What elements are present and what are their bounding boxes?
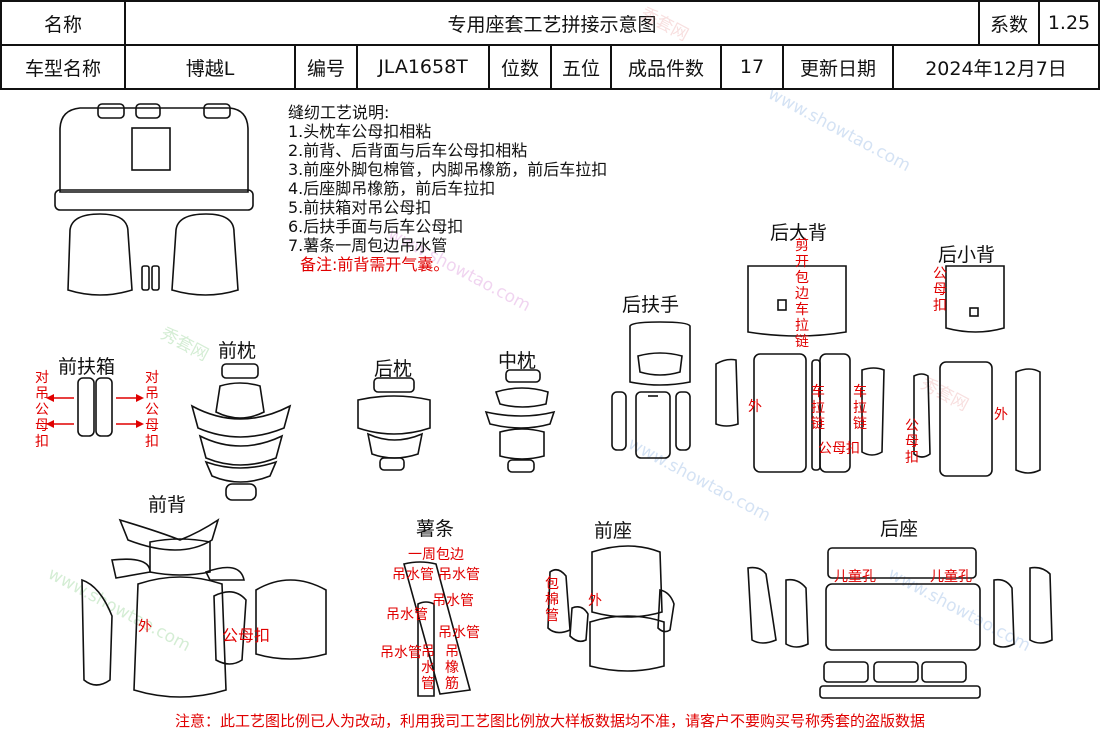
front-armrest-small bbox=[141, 265, 150, 291]
annotation-hang-buckle-left: 对吊公母扣 bbox=[35, 370, 49, 450]
annotation-hang-water-pipe: 吊水管 bbox=[432, 593, 474, 609]
annotation-wrap-edge: 一周包边 bbox=[408, 547, 464, 563]
front-seat-right bbox=[171, 213, 239, 296]
armrest-box-piece bbox=[95, 377, 113, 437]
front-seat-pieces bbox=[547, 545, 675, 672]
rear-small-back-pieces bbox=[913, 265, 1041, 477]
note-item: 1.头枕车公母扣相粘 bbox=[288, 122, 432, 141]
name-label-cell: 名称 bbox=[0, 0, 126, 46]
front-headrest-pieces bbox=[190, 363, 292, 501]
date-label-cell: 更新日期 bbox=[782, 44, 894, 90]
pieces-value: 17 bbox=[739, 56, 765, 78]
model-value: 博越L bbox=[185, 57, 235, 80]
date-label: 更新日期 bbox=[799, 57, 876, 80]
armrest-box-arrows bbox=[46, 394, 144, 428]
note-item: 2.前背、后背面与后车公母扣相粘 bbox=[288, 141, 528, 160]
annotation-zipper-right: 车拉链 bbox=[853, 384, 867, 432]
annotation-male-female-buckle: 公母扣 bbox=[818, 441, 860, 457]
annotation-wrap-cotton-pipe: 包棉管 bbox=[545, 576, 559, 624]
notes-remark: 备注:前背需开气囊。 bbox=[300, 255, 450, 274]
label-front-armrest-box: 前扶箱 bbox=[58, 356, 116, 378]
code-value-cell: JLA1658T bbox=[356, 44, 490, 90]
armrest-box-piece bbox=[77, 377, 95, 437]
label-fries: 薯条 bbox=[416, 518, 455, 540]
annotation-outer: 外 bbox=[588, 593, 602, 609]
code-label: 编号 bbox=[306, 57, 345, 80]
rear-bench-outline bbox=[59, 107, 249, 193]
label-front-seat: 前座 bbox=[594, 520, 633, 542]
rear-armrest-pieces bbox=[611, 321, 691, 459]
rear-headrest bbox=[97, 103, 125, 119]
annotation-hang-water-pipe: 吊水管 bbox=[438, 567, 480, 583]
code-label-cell: 编号 bbox=[294, 44, 358, 90]
label-rear-seat: 后座 bbox=[880, 518, 919, 540]
annotation-small-back-buckle: 公母扣 bbox=[933, 266, 947, 314]
annotation-hang-water-pipe: 吊水管 bbox=[380, 645, 422, 661]
annotation-outer: 外 bbox=[748, 399, 762, 415]
seat-overview bbox=[54, 103, 254, 296]
label-rear-headrest: 后枕 bbox=[374, 358, 413, 380]
page-title: 专用座套工艺拼接示意图 bbox=[447, 13, 657, 36]
annotation-outer: 外 bbox=[138, 619, 152, 635]
front-back-pieces bbox=[81, 518, 327, 698]
sewing-notes: 缝纫工艺说明: 1.头枕车公母扣相粘 2.前背、后背面与后车公母扣相粘 3.前座… bbox=[288, 103, 607, 274]
seats-label-cell: 位数 bbox=[488, 44, 552, 90]
seats-value: 五位 bbox=[561, 57, 600, 80]
label-front-headrest: 前枕 bbox=[218, 340, 257, 362]
rear-big-back-pieces bbox=[715, 265, 885, 473]
annotation-hang-water-pipe: 吊水管 bbox=[438, 625, 480, 641]
rear-bench-base bbox=[54, 189, 254, 211]
notes-title: 缝纫工艺说明: bbox=[288, 103, 390, 122]
annotation-cut-hem-pull: 剪开包边车拉链 bbox=[795, 238, 809, 350]
coef-value: 1.25 bbox=[1047, 12, 1091, 34]
pieces-label: 成品件数 bbox=[627, 57, 704, 80]
name-label: 名称 bbox=[43, 13, 82, 36]
annotation-hang-buckle-right: 对吊公母扣 bbox=[145, 370, 159, 450]
label-rear-big-back: 后大背 bbox=[770, 222, 828, 244]
annotation-front-back-buckle: 公母扣 bbox=[222, 626, 271, 645]
label-rear-small-back: 后小背 bbox=[938, 244, 996, 266]
annotation-child-hole-right: 儿童孔 bbox=[930, 569, 972, 585]
rear-armrest-slot bbox=[131, 127, 171, 171]
footer-notice: 注意：此工艺图比例已人为改动，利用我司工艺图比例放大样板数据均不准，请客户不要购… bbox=[174, 712, 925, 730]
rear-headrest-pieces bbox=[357, 377, 431, 471]
rear-headrest bbox=[135, 103, 161, 119]
label-front-back: 前背 bbox=[148, 494, 187, 516]
model-label: 车型名称 bbox=[24, 57, 101, 80]
front-seat-left bbox=[67, 213, 133, 296]
annotation-hang-water-pipe: 吊水管 bbox=[392, 567, 434, 583]
coef-label: 系数 bbox=[989, 13, 1028, 36]
middle-headrest-pieces bbox=[484, 369, 556, 473]
rear-seat-pieces bbox=[747, 547, 1053, 699]
note-item: 5.前扶箱对吊公母扣 bbox=[288, 198, 432, 217]
coef-label-cell: 系数 bbox=[978, 0, 1040, 46]
rear-headrest bbox=[203, 103, 231, 119]
label-middle-headrest: 中枕 bbox=[498, 350, 537, 372]
annotation-small-back-buckle-side: 公母扣 bbox=[905, 418, 919, 466]
date-value: 2024年12月7日 bbox=[925, 57, 1067, 80]
label-rear-armrest: 后扶手 bbox=[622, 294, 680, 316]
pieces-value-cell: 17 bbox=[720, 44, 784, 90]
note-item: 7.薯条一周包边吊水管 bbox=[288, 236, 448, 255]
annotation-zipper-left: 车拉链 bbox=[811, 384, 825, 432]
note-item: 3.前座外脚包棉管，内脚吊橡筋，前后车拉扣 bbox=[288, 160, 608, 179]
note-item: 4.后座脚吊橡筋，前后车拉扣 bbox=[288, 179, 496, 198]
annotation-hang-water-pipe: 吊水管 bbox=[386, 607, 428, 623]
fries-pieces bbox=[403, 561, 472, 697]
annotation-hang-water-pipe-vertical: 吊水管 bbox=[421, 644, 435, 692]
seats-label: 位数 bbox=[500, 57, 539, 80]
code-value: JLA1658T bbox=[378, 56, 468, 78]
note-item: 6.后扶手面与后车公母扣 bbox=[288, 217, 464, 236]
annotation-child-hole-left: 儿童孔 bbox=[834, 569, 876, 585]
model-label-cell: 车型名称 bbox=[0, 44, 126, 90]
annotation-outer: 外 bbox=[994, 407, 1008, 423]
pieces-label-cell: 成品件数 bbox=[610, 44, 722, 90]
seats-value-cell: 五位 bbox=[550, 44, 612, 90]
front-armrest-small bbox=[151, 265, 160, 291]
annotation-hang-elastic: 吊橡筋 bbox=[445, 644, 459, 692]
date-value-cell: 2024年12月7日 bbox=[892, 44, 1100, 90]
